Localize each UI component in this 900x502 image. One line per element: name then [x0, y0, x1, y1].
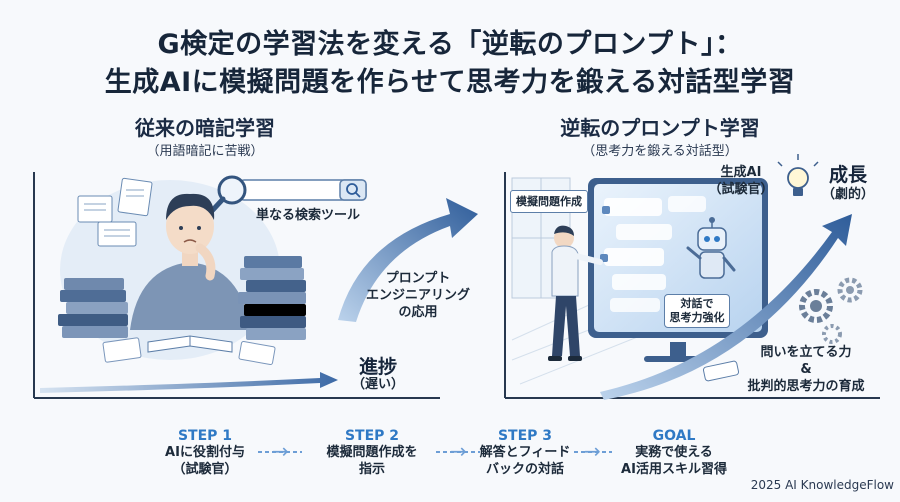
lightbulb-icon	[777, 154, 819, 196]
step-3-line1: 解答とフィード	[479, 445, 571, 460]
slow-progress-arrow	[40, 372, 338, 393]
prompt-engineering-line3: の応用	[398, 305, 438, 320]
person-standing-icon	[548, 225, 603, 361]
skill-line3: 批判的思考力の育成	[747, 379, 865, 394]
dialog-line1: 対話で	[680, 297, 714, 310]
step-2-line1: 模擬問題作成を	[326, 445, 418, 460]
prompt-engineering-line2: エンジニアリング	[365, 288, 470, 303]
page-title-line1: G検定の学習法を変える「逆転のプロンプト」：	[157, 29, 743, 60]
skill-label: 問いを立てる力 & 批判的思考力の育成	[726, 344, 886, 395]
gear-icon	[799, 277, 863, 344]
step-arrow-1: →	[272, 439, 289, 463]
right-section-subtitle: （思考力を鍛える対話型）	[582, 144, 738, 159]
step-1: STEP 1 AIに役割付与 （試験官）	[150, 428, 260, 478]
page-title-line2: 生成AIに模擬問題を作らせて思考力を鍛える対話型学習	[104, 67, 796, 98]
document-icon	[77, 177, 153, 247]
left-section-subtitle: （用語暗記に苦戦）	[146, 144, 264, 159]
step-2-line2: 指示	[358, 462, 385, 477]
search-icon	[207, 175, 247, 216]
goal-head: GOAL	[652, 428, 696, 444]
search-bar	[239, 179, 367, 201]
goal-line1: 実務で使える	[635, 445, 713, 460]
step-3-head: STEP 3	[497, 428, 553, 444]
growth-sublabel: （劇的）	[821, 187, 874, 202]
growth-label: 成長	[828, 164, 867, 186]
right-axes	[504, 172, 880, 399]
step-1-line1: AIに役割付与	[165, 445, 245, 460]
prompt-engineering-label: プロンプト エンジニアリング の応用	[348, 270, 488, 321]
search-tool-label: 単なる検索ツール	[255, 208, 360, 223]
progress-sublabel: （遅い）	[351, 377, 404, 392]
skill-line1: 問いを立てる力	[760, 345, 852, 360]
phone-icon	[702, 360, 740, 382]
robot-icon	[686, 217, 736, 279]
goal-step: GOAL 実務で使える AI活用スキル習得	[612, 428, 736, 478]
left-axes	[33, 172, 440, 399]
step-arrow-2: →	[450, 439, 467, 463]
right-section-title: 逆転のプロンプト学習	[560, 116, 760, 140]
task-label: 模擬問題作成	[510, 190, 588, 213]
dialog-line2: 思考力強化	[669, 311, 725, 324]
book-stack-icon	[58, 256, 306, 365]
ai-label-line1: 生成AI	[720, 165, 762, 180]
step-1-line2: （試験官）	[172, 462, 238, 477]
step-arrow-3: →	[584, 439, 601, 463]
left-section-title: 従来の暗記学習	[135, 116, 275, 140]
step-2: STEP 2 模擬問題作成を 指示	[310, 428, 434, 478]
step-1-head: STEP 1	[177, 428, 233, 444]
ai-label: 生成AI （試験官）	[706, 164, 776, 198]
goal-line2: AI活用スキル習得	[621, 462, 727, 477]
dialog-strength-badge: 対話で 思考力強化	[664, 294, 730, 328]
ai-label-line2: （試験官）	[708, 182, 774, 197]
step-3: STEP 3 解答とフィード バックの対話	[470, 428, 580, 478]
transition-arrow	[338, 198, 478, 322]
footer-credit: 2025 AI KnowledgeFlow	[750, 478, 894, 492]
step-3-line2: バックの対話	[485, 462, 564, 477]
progress-label: 進捗	[358, 356, 397, 378]
prompt-engineering-line1: プロンプト	[385, 271, 451, 286]
skill-line2: &	[800, 362, 812, 377]
person-thinking-icon	[130, 193, 250, 330]
step-2-head: STEP 2	[344, 428, 400, 444]
